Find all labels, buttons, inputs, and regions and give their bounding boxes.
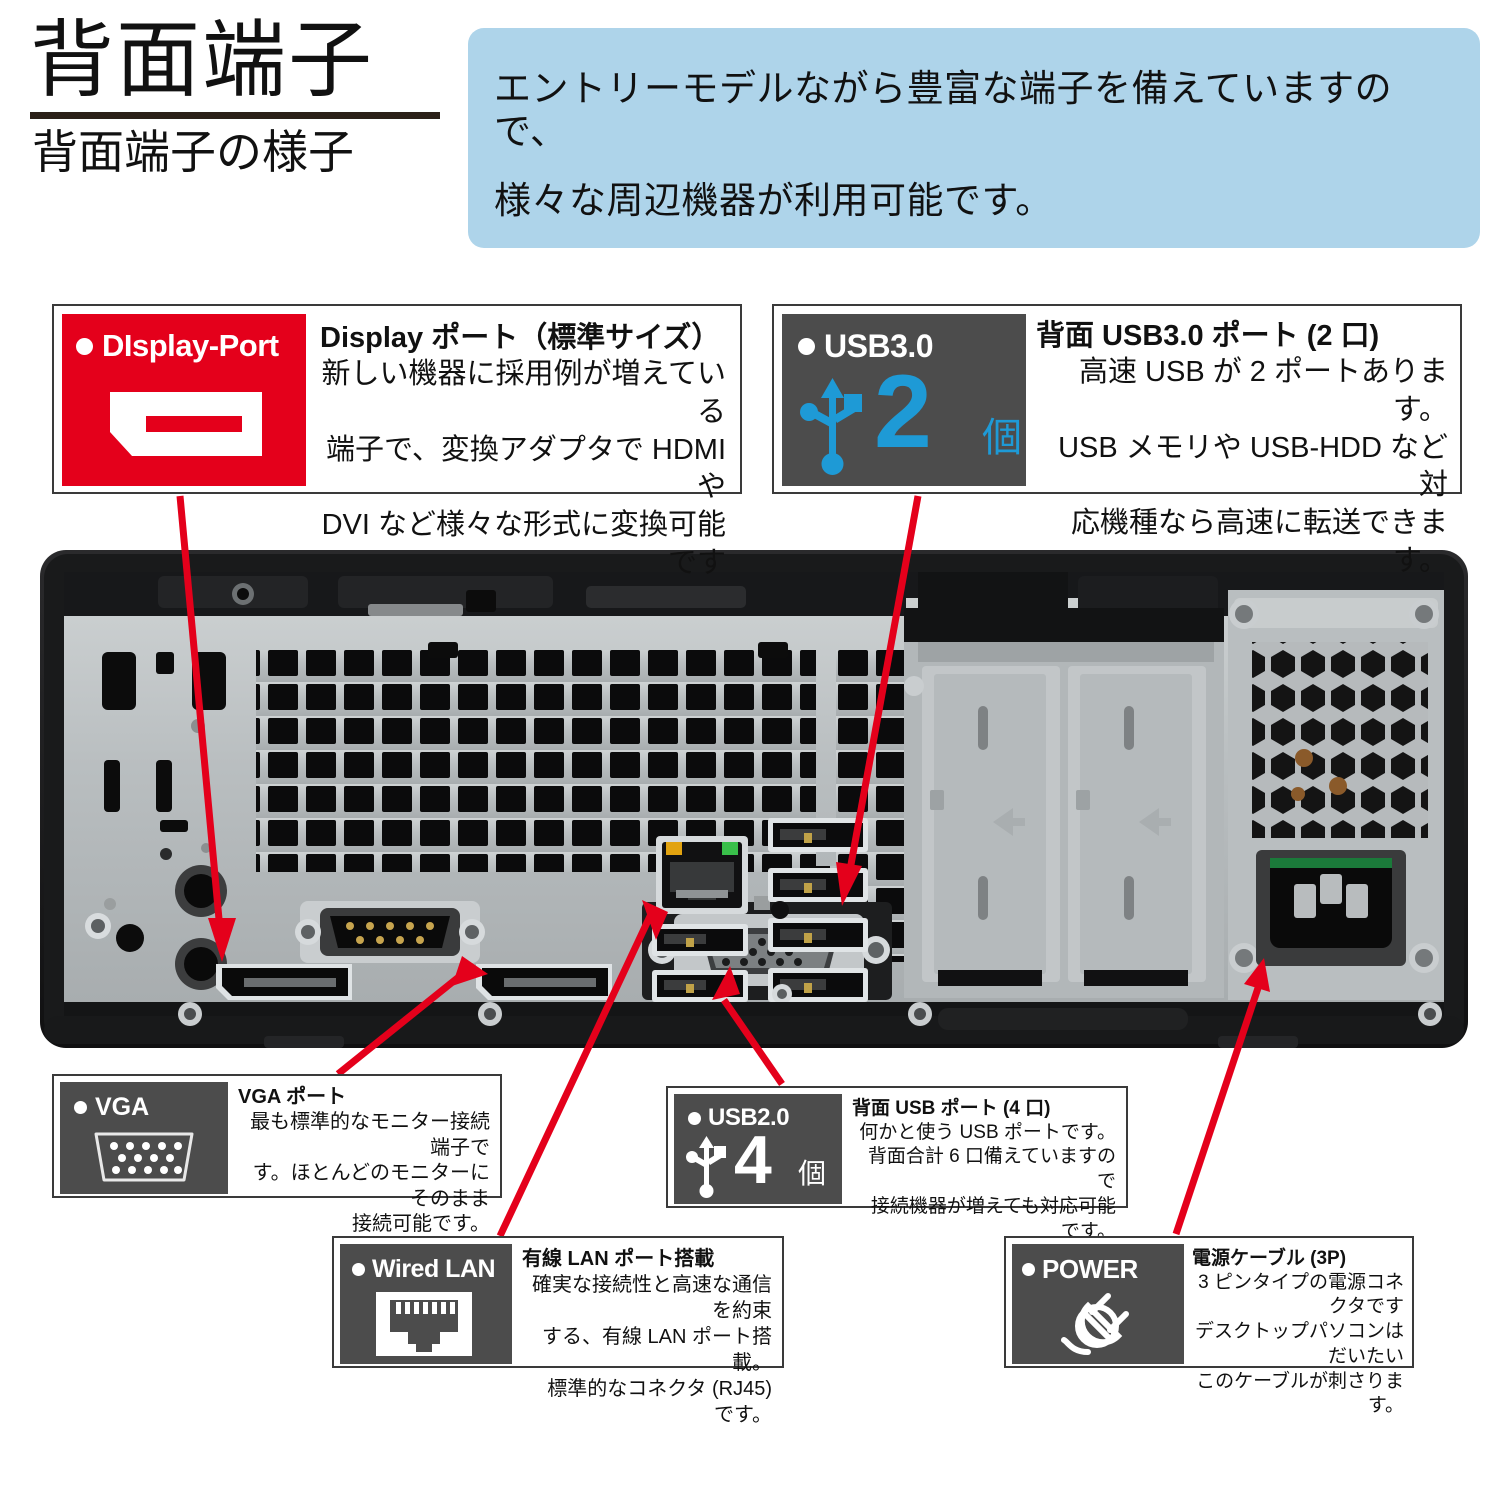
usb3-count-unit: 個 <box>982 416 1022 460</box>
power-line-2: デスクトップパソコンはだいたい <box>1194 1321 1404 1367</box>
vga-heading: VGA ポート <box>238 1086 347 1108</box>
usb3-badge-title: USB3.0 <box>798 328 934 365</box>
usb-trident-icon <box>800 378 862 475</box>
callout-lan: Wired LAN 有線 LAN ポート搭載 確実な接続性と高速な通信を約束 す… <box>332 1236 784 1426</box>
callout-power: POWER 電源ケーブル (3P) 3 ピンタイプの電源コネクタです デスクトッ… <box>1004 1236 1414 1416</box>
power-heading: 電源ケーブル (3P) <box>1192 1248 1347 1269</box>
usb2-heading: 背面 USB ポート (4 口) <box>852 1098 1051 1119</box>
displayport-line-1: 新しい機器に採用例が増えている <box>321 358 726 428</box>
displayport-badge-title: DIsplay-Port <box>76 328 279 364</box>
usb2-count-unit: 個 <box>798 1158 827 1189</box>
vga-line-1: 最も標準的なモニター接続端子で <box>250 1111 490 1159</box>
usb2-badge-label: USB2.0 <box>708 1104 790 1131</box>
usb-trident-icon <box>686 1136 726 1198</box>
usb2-count: 4 <box>734 1122 772 1198</box>
usb2-text: 背面 USB ポート (4 口) 何かと使う USB ポートです。 背面合計 6… <box>842 1094 1120 1244</box>
usb2-line-1: 何かと使う USB ポートです。 <box>859 1121 1116 1143</box>
power-badge: POWER <box>1012 1244 1184 1364</box>
bullet-dot-icon <box>352 1263 365 1276</box>
callout-vga: VGA VGA ポート 最も標準的なモニター接続端子で す。ほとんどのモニターに… <box>52 1074 502 1235</box>
vga-badge-title: VGA <box>74 1093 149 1122</box>
vga-text: VGA ポート 最も標準的なモニター接続端子で す。ほとんどのモニターにそのまま… <box>228 1082 494 1238</box>
lan-badge-title: Wired LAN <box>352 1255 496 1284</box>
usb3-line-2: USB メモリや USB-HDD など対 <box>1058 431 1448 502</box>
usb3-badge: USB3.0 2 個 <box>782 314 1026 486</box>
lan-line-2: する、有線 LAN ポート搭載。 <box>541 1326 772 1374</box>
displayport-badge: DIsplay-Port <box>62 314 306 486</box>
vga-line-2: す。ほとんどのモニターにそのまま <box>252 1162 490 1210</box>
title-underline <box>30 112 440 119</box>
usb2-badge-title: USB2.0 <box>688 1104 790 1132</box>
lan-badge: Wired LAN <box>340 1244 512 1364</box>
usb3-line-1: 高速 USB が 2 ポートあります。 <box>1079 356 1448 426</box>
bullet-dot-icon <box>74 1101 87 1114</box>
vga-line-3: 接続可能です。 <box>352 1213 490 1236</box>
usb3-badge-label: USB3.0 <box>824 328 934 364</box>
header-title-block: 背面端子 背面端子の様子 <box>24 18 444 178</box>
lan-badge-label: Wired LAN <box>372 1255 496 1283</box>
displayport-text: Display ポート（標準サイズ） 新しい機器に採用例が増えている 端子で、変… <box>306 314 732 582</box>
bullet-dot-icon <box>76 337 93 355</box>
bullet-dot-icon <box>1022 1263 1035 1276</box>
rj45-icon <box>376 1292 472 1356</box>
power-badge-title: POWER <box>1022 1254 1138 1285</box>
callout-usb3: USB3.0 2 個 背面 USB3.0 ポート (2 口) 高速 USB が … <box>772 304 1462 577</box>
power-badge-label: POWER <box>1042 1254 1138 1284</box>
usb3-line-3: 応機種なら高速に転送できます。 <box>1070 507 1448 577</box>
page-title: 背面端子 <box>30 13 375 107</box>
displayport-line-2: 端子で、変換アダプタで HDMI や <box>326 433 726 504</box>
pc-rear-panel-photo <box>40 550 1468 1048</box>
power-plug-icon <box>1061 1293 1129 1355</box>
lan-text: 有線 LAN ポート搭載 確実な接続性と高速な通信を約束 する、有線 LAN ポ… <box>512 1244 776 1428</box>
displayport-icon <box>110 392 262 456</box>
usb2-badge: USB2.0 4 個 <box>674 1094 842 1204</box>
intro-callout: エントリーモデルながら豊富な端子を備えていますので、 様々な周辺機器が利用可能で… <box>468 28 1480 248</box>
displayport-heading: Display ポート（標準サイズ） <box>320 322 721 354</box>
callout-usb2: USB2.0 4 個 背面 USB ポート (4 口) 何かと使う USB ポー… <box>666 1086 1128 1242</box>
lan-line-3: 標準的なコネクタ (RJ45) です。 <box>547 1378 772 1426</box>
intro-line-1: エントリーモデルながら豊富な端子を備えていますので、 <box>494 68 1393 152</box>
usb3-text: 背面 USB3.0 ポート (2 口) 高速 USB が 2 ポートあります。 … <box>1026 314 1452 580</box>
usb3-count: 2 <box>874 354 932 470</box>
power-line-1: 3 ピンタイプの電源コネクタです <box>1198 1271 1404 1318</box>
displayport-badge-label: DIsplay-Port <box>102 328 279 363</box>
power-line-3: このケーブルが刺さります。 <box>1196 1370 1404 1417</box>
power-text: 電源ケーブル (3P) 3 ピンタイプの電源コネクタです デスクトップパソコンは… <box>1184 1244 1406 1419</box>
bullet-dot-icon <box>688 1111 701 1125</box>
vga-badge: VGA <box>60 1082 228 1194</box>
page-subtitle: 背面端子の様子 <box>32 126 354 178</box>
lan-line-1: 確実な接続性と高速な通信を約束 <box>532 1274 772 1322</box>
usb2-line-2: 背面合計 6 口備えていますので <box>867 1146 1116 1193</box>
intro-line-2: 様々な周辺機器が利用可能です。 <box>494 179 1053 221</box>
bullet-dot-icon <box>798 338 815 355</box>
dsub-vga-icon <box>94 1132 194 1182</box>
callout-displayport: DIsplay-Port Display ポート（標準サイズ） 新しい機器に採用… <box>52 304 742 579</box>
usb3-heading: 背面 USB3.0 ポート (2 口) <box>1036 320 1380 352</box>
vga-badge-label: VGA <box>95 1093 150 1121</box>
lan-heading: 有線 LAN ポート搭載 <box>522 1248 715 1270</box>
displayport-line-3: DVI など様々な形式に変換可能です <box>321 509 726 579</box>
